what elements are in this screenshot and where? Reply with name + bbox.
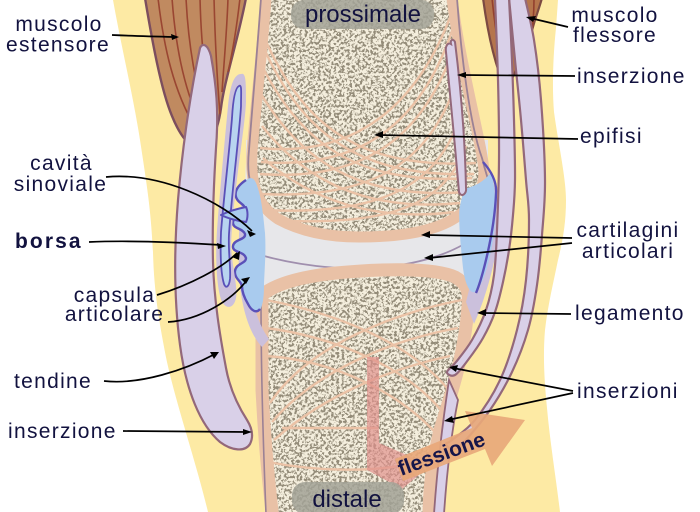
- svg-text:flessore: flessore: [573, 24, 657, 47]
- svg-text:articolari: articolari: [582, 240, 674, 263]
- svg-text:capsula: capsula: [74, 284, 155, 307]
- svg-text:articolare: articolare: [65, 303, 164, 326]
- svg-text:muscolo: muscolo: [15, 13, 102, 36]
- svg-text:prossimale: prossimale: [305, 1, 421, 28]
- svg-text:cartilagini: cartilagini: [576, 219, 679, 242]
- svg-text:distale: distale: [312, 486, 381, 512]
- svg-text:estensore: estensore: [6, 34, 110, 57]
- svg-text:borsa: borsa: [15, 230, 83, 253]
- svg-text:epifisi: epifisi: [580, 125, 643, 148]
- svg-text:tendine: tendine: [14, 370, 92, 393]
- svg-text:inserzione: inserzione: [8, 420, 117, 443]
- svg-text:sinoviale: sinoviale: [14, 173, 107, 196]
- svg-text:muscolo: muscolo: [571, 4, 658, 27]
- svg-text:legamento: legamento: [575, 302, 685, 325]
- svg-text:cavità: cavità: [30, 152, 93, 175]
- svg-text:inserzioni: inserzioni: [577, 380, 679, 403]
- svg-text:inserzione: inserzione: [577, 65, 686, 88]
